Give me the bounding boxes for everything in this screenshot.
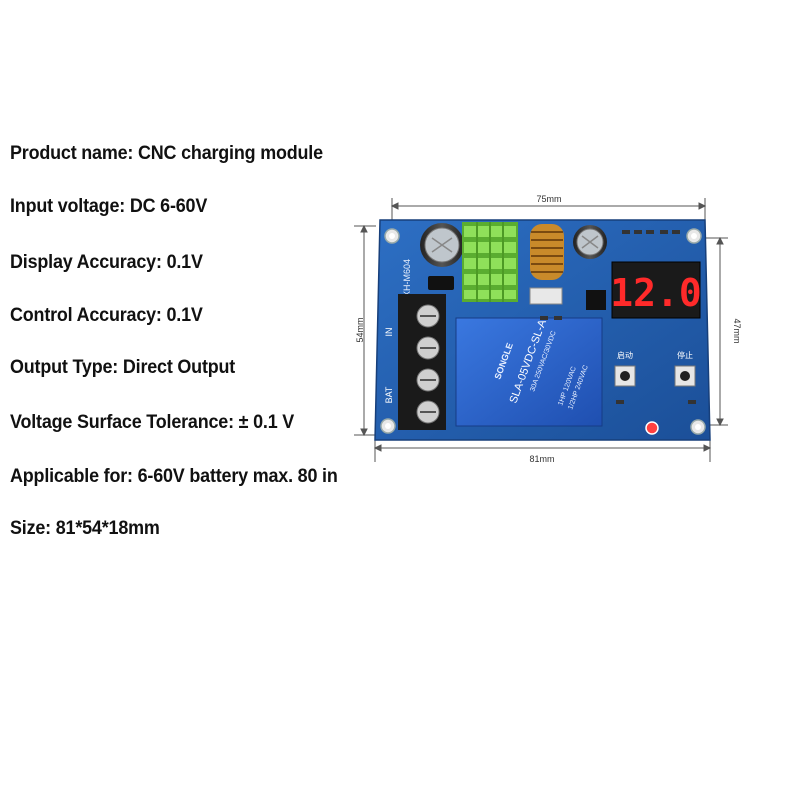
smd-components <box>540 230 696 404</box>
spec-voltage-tolerance: Voltage Surface Tolerance: ± 0.1 V <box>10 411 295 433</box>
dimension-left <box>354 224 376 437</box>
board-model-label: XH-M604 <box>402 259 412 297</box>
status-led <box>645 421 659 435</box>
terminal-in-label: IN <box>384 328 394 337</box>
spec-list: Product name: CNC charging module Input … <box>10 0 390 560</box>
start-button-label: 启动 <box>617 350 633 360</box>
spec-applicable-for: Applicable for: 6-60V battery max. 80 in <box>10 465 338 487</box>
mounting-holes <box>380 228 706 435</box>
spec-input-voltage: Input voltage: DC 6-60V <box>10 195 208 217</box>
spec-product-name: Product name: CNC charging module <box>10 142 323 164</box>
terminal-bat-label: BAT <box>384 386 394 403</box>
inductor <box>529 224 564 305</box>
dimension-right <box>696 236 728 427</box>
spec-control-accuracy: Control Accuracy: 0.1V <box>10 304 203 326</box>
dimension-bottom-label: 81mm <box>529 454 554 464</box>
dimension-bottom <box>373 440 712 462</box>
heatsink <box>462 222 518 302</box>
module-illustration: 75mm 81mm 54mm 47mm <box>354 194 742 464</box>
spec-output-type: Output Type: Direct Output <box>10 356 236 378</box>
terminal-block <box>398 294 446 430</box>
dimension-right-label: 47mm <box>732 318 742 343</box>
dimension-top <box>390 198 707 220</box>
product-photo: 75mm 81mm 54mm 47mm <box>350 190 750 475</box>
capacitor-right <box>573 225 607 259</box>
transistor <box>428 276 454 290</box>
led-display-value: 12.0 <box>610 271 702 315</box>
spec-display-accuracy: Display Accuracy: 0.1V <box>10 251 203 273</box>
start-button[interactable] <box>614 365 636 387</box>
dimension-left-label: 54mm <box>355 317 365 342</box>
dimension-top-label: 75mm <box>536 194 561 204</box>
capacitor-left <box>420 223 464 267</box>
led-display: 12.0 <box>610 261 702 319</box>
spec-size: Size: 81*54*18mm <box>10 517 160 539</box>
relay <box>455 317 603 427</box>
ic-chip <box>586 290 606 310</box>
stop-button[interactable] <box>674 365 696 387</box>
stop-button-label: 停止 <box>677 350 693 360</box>
